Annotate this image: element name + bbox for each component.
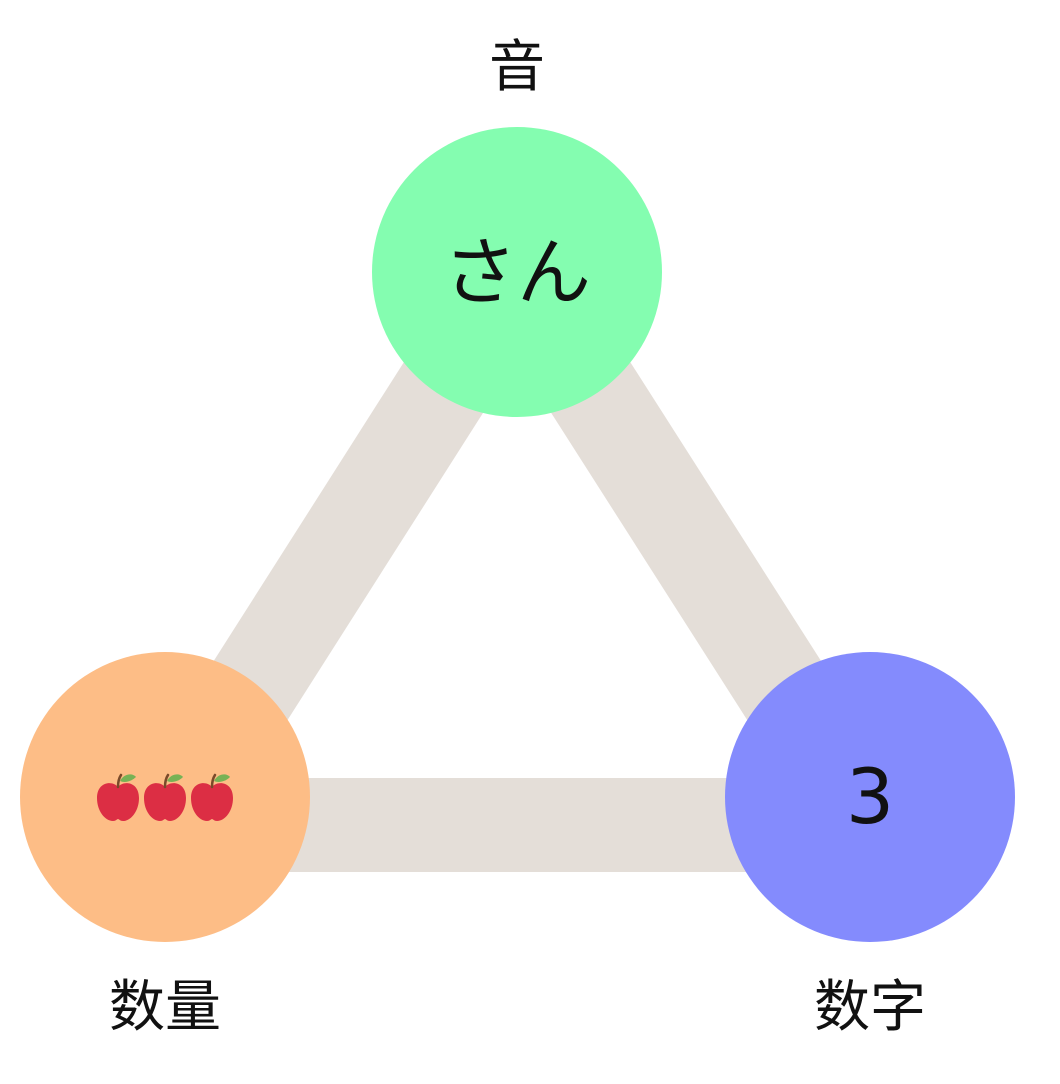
apple-stem [116, 773, 123, 789]
apple-leaf [214, 774, 230, 782]
apple-body [97, 783, 139, 821]
apple-icon [191, 773, 233, 821]
node-sound-content: さん [443, 230, 591, 316]
node-sound-circle [372, 127, 662, 417]
apple-icon [97, 773, 139, 821]
apple-group [97, 773, 233, 821]
node-sound: さん [372, 127, 662, 417]
node-sound-caption: 音 [489, 35, 545, 100]
apple-body [191, 783, 233, 821]
apple-body [144, 783, 186, 821]
apple-leaf [167, 774, 183, 782]
node-numeral-circle [725, 652, 1015, 942]
node-numeral: 3 [725, 652, 1015, 942]
node-quantity-caption: 数量 [109, 975, 221, 1040]
node-numeral-caption: 数字 [814, 975, 926, 1040]
apple-leaf [120, 774, 136, 782]
apple-icon [144, 773, 186, 821]
node-quantity [20, 652, 310, 942]
apple-stem [210, 773, 217, 789]
apple-stem [163, 773, 170, 789]
node-numeral-content: 3 [846, 752, 894, 841]
